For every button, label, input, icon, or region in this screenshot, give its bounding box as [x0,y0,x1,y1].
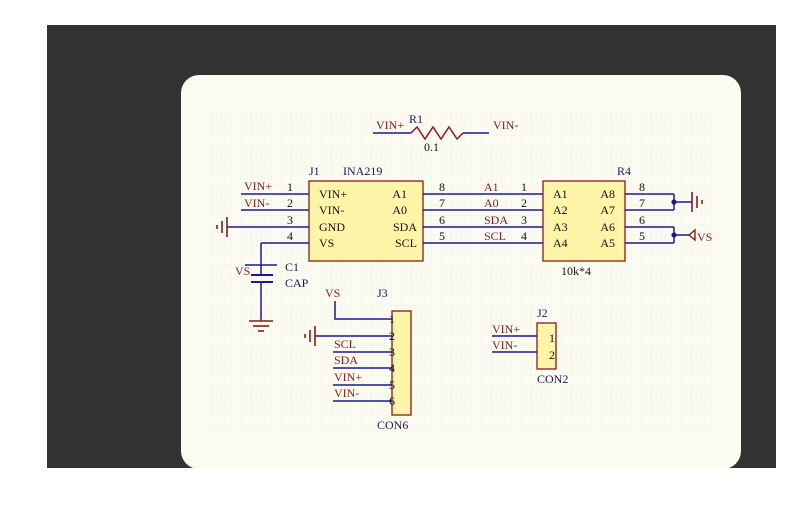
j1-pin-name-8: A1 [392,187,407,201]
j3-net-5: VIN+ [334,370,362,384]
r4-pin-name-6: A6 [600,220,615,234]
j3-pin-num-3: 3 [389,345,395,359]
j3-connector-body[interactable] [391,310,412,416]
j2-value: CON2 [537,372,568,386]
j1-net-vin-plus: VIN+ [244,179,272,193]
schematic-canvas: VIN+ R1 0.1 VIN- J1 INA219 1 2 3 4 VIN+ … [209,111,719,432]
j2-connector-body[interactable] [536,322,557,370]
j1-pin-num-7: 7 [439,196,445,210]
j1-right-pin-lines [423,193,543,244]
vs-net-wire [245,243,277,275]
r1-value: 0.1 [424,140,439,154]
grid [209,111,719,431]
r4-pin-name-7: A7 [600,203,615,217]
ground-icon [304,326,316,346]
r1-resistor[interactable] [373,125,489,141]
c1-ref: C1 [285,260,299,274]
c1-vs-net: VS [235,264,250,278]
j3-net-6: VIN- [334,386,359,400]
j1-pin-name-4: VS [319,236,334,250]
j2-net-2: VIN- [492,338,517,352]
j1-pin-num-3: 3 [287,213,293,227]
r4-ref: R4 [617,164,631,178]
r4-pin-num-4: 4 [521,229,527,243]
j1-chip-body[interactable] [308,180,424,262]
j1-pin-num-4: 4 [287,229,293,243]
j2-pin-num-1: 1 [549,331,555,345]
r4-pin-name-4: A4 [553,236,568,250]
j1-pin-name-7: A0 [392,203,407,217]
r4-pin-num-6: 6 [639,213,645,227]
j1-pin-name-1: VIN+ [319,187,347,201]
j3-pin-num-1: 1 [389,312,395,326]
r1-right-net: VIN- [493,118,518,132]
r4-pin-num-5: 5 [639,229,645,243]
ground-icon [216,217,228,237]
j1-pin-name-3: GND [319,220,345,234]
j2-pin-lines [492,335,537,353]
j3-net-3: SCL [334,337,356,351]
r4-vs-net: VS [697,230,712,244]
junction-dot [671,199,677,205]
r4-pin-name-5: A5 [600,236,615,250]
j1-pin-name-2: VIN- [319,203,344,217]
viewer-frame: VIN+ R1 0.1 VIN- J1 INA219 1 2 3 4 VIN+ … [47,25,776,469]
r4-pin-num-8: 8 [639,180,645,194]
j3-ref: J3 [377,286,388,300]
j1-pin-name-5: SCL [395,236,417,250]
j3-pin-num-4: 4 [389,361,395,375]
ground-icon [691,192,703,212]
c1-value: CAP [285,276,309,290]
j3-pin-num-6: 6 [389,394,395,408]
j1-pin-num-6: 6 [439,213,445,227]
j3-net-4: SDA [334,353,358,367]
j1-left-pin-lines [227,193,309,244]
bus-net-scl: SCL [484,229,506,243]
r4-pin-num-2: 2 [521,196,527,210]
r4-pin-num-3: 3 [521,213,527,227]
vs-port-arrow [688,228,696,242]
bus-net-a1: A1 [484,180,499,194]
r4-array-body[interactable] [542,180,626,262]
c1-capacitor[interactable] [251,274,273,283]
j2-net-1: VIN+ [492,322,520,336]
r4-right-pin-lines [625,193,692,244]
j2-ref: J2 [537,306,548,320]
j1-value: INA219 [343,164,382,178]
j3-pin-lines [315,301,392,402]
j3-pin-num-5: 5 [389,378,395,392]
j1-net-vin-minus: VIN- [244,196,269,210]
j1-pin-name-6: SDA [393,220,417,234]
j1-pin-num-8: 8 [439,180,445,194]
j3-pin-num-2: 2 [389,329,395,343]
j1-pin-num-1: 1 [287,180,293,194]
r1-ref: R1 [409,112,423,126]
j1-ref: J1 [309,164,320,178]
r4-pin-name-2: A2 [553,203,568,217]
bus-net-sda: SDA [484,213,508,227]
j2-pin-num-2: 2 [549,348,555,362]
r4-pin-name-8: A8 [600,187,615,201]
r4-value: 10k*4 [561,264,591,278]
schematic-sheet: VIN+ R1 0.1 VIN- J1 INA219 1 2 3 4 VIN+ … [181,75,741,469]
r4-pin-name-3: A3 [553,220,568,234]
j3-value: CON6 [377,418,408,432]
junction-dot [671,232,677,238]
j3-net-1: VS [325,286,340,300]
j1-pin-num-5: 5 [439,229,445,243]
r1-left-net: VIN+ [376,118,404,132]
r4-pin-num-7: 7 [639,196,645,210]
ground-icon [249,317,273,332]
bus-net-a0: A0 [484,196,499,210]
r4-pin-num-1: 1 [521,180,527,194]
j1-pin-num-2: 2 [287,196,293,210]
r4-pin-name-1: A1 [553,187,568,201]
